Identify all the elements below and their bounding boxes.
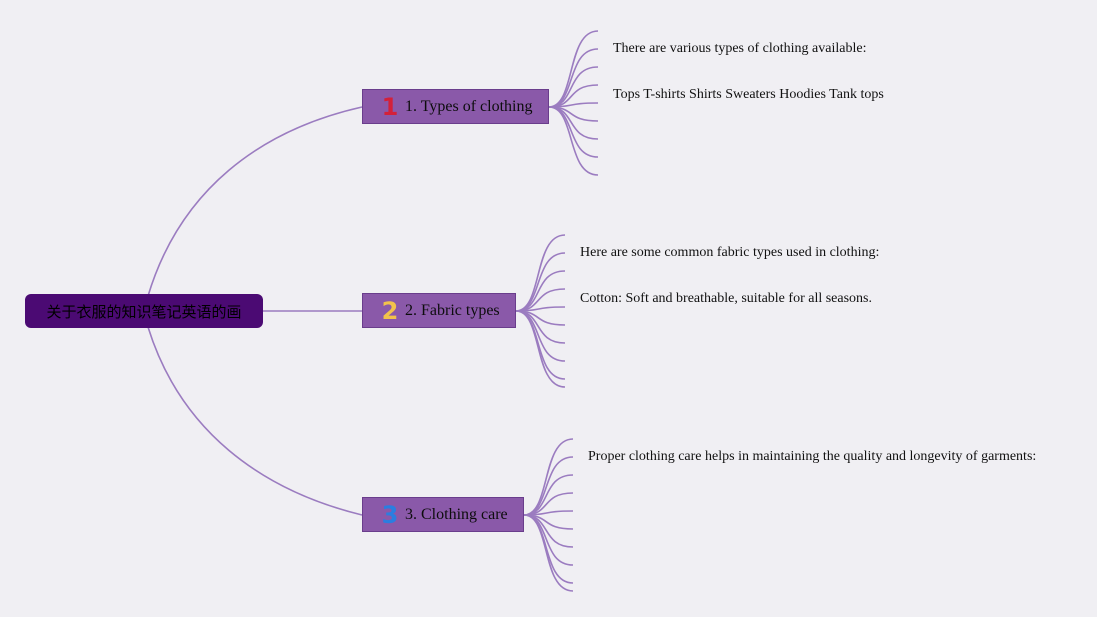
topic-2-branch-1 [515,234,566,312]
number-three-icon: 3 [381,500,399,529]
topic-fabric-types[interactable]: 2 2. Fabric types [362,293,516,328]
connector-root-to-topic-3 [147,326,363,516]
central-topic[interactable]: 关于衣服的知识笔记英语的画 [25,294,263,328]
topic-1-branch-2 [548,48,599,108]
number-one-icon: 1 [381,92,399,121]
topic-types-of-clothing[interactable]: 1 1. Types of clothing [362,89,549,124]
topic-label: 3. Clothing care [405,505,508,523]
topic-2-branch-7 [515,310,566,344]
topic-3-branch-10 [523,514,574,592]
subtopic-clothing-intro[interactable]: There are various types of clothing avai… [613,41,867,56]
topic-label: 1. Types of clothing [405,97,533,115]
topic-3-branch-9 [523,514,574,584]
topic-1-branch-9 [548,106,599,176]
topic-3-branch-7 [523,514,574,548]
topic-1-branch-1 [548,30,599,108]
topic-clothing-care[interactable]: 3 3. Clothing care [362,497,524,532]
subtopic-fabric-intro[interactable]: Here are some common fabric types used i… [580,245,880,260]
topic-label: 2. Fabric types [405,301,500,319]
topic-2-branch-9 [515,310,566,380]
number-two-icon: 2 [381,296,399,325]
subtopic-care-intro[interactable]: Proper clothing care helps in maintainin… [588,449,1037,464]
topic-2-branch-2 [515,252,566,312]
topic-3-branch-2 [523,456,574,516]
topic-3-branch-1 [523,438,574,516]
topic-1-branch-7 [548,106,599,140]
connector-root-to-topic-1 [147,106,363,297]
subtopic-clothing-tops[interactable]: Tops T-shirts Shirts Sweaters Hoodies Ta… [613,87,884,102]
topic-2-branch-10 [515,310,566,388]
central-topic-label: 关于衣服的知识笔记英语的画 [46,302,242,321]
subtopic-fabric-cotton[interactable]: Cotton: Soft and breathable, suitable fo… [580,291,872,306]
